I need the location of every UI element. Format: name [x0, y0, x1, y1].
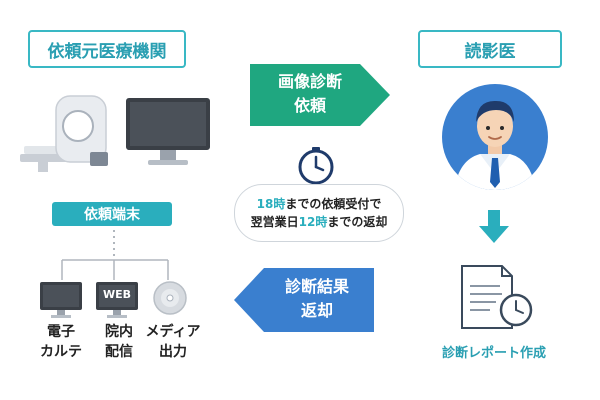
- output-emr-line2: カルテ: [40, 344, 82, 360]
- request-arrow: 画像診断 依頼: [250, 62, 392, 128]
- request-arrow-shape: [250, 64, 390, 126]
- note-text-1: までの依頼受付で: [285, 197, 382, 211]
- radiologist-label: 読影医: [464, 41, 516, 62]
- output-media-line1: メディア: [145, 324, 201, 340]
- web-monitor: WEB: [94, 280, 140, 320]
- request-arrow-line1: 画像診断: [277, 72, 342, 91]
- monitor-icon: [126, 98, 210, 165]
- radiologist-avatar-icon: [442, 84, 548, 190]
- connector-tree: [61, 230, 169, 280]
- output-hospital-line1: 院内: [105, 324, 133, 340]
- web-monitor-icon: [96, 282, 138, 318]
- clock-icon: [298, 147, 334, 185]
- note-hour-1: 18時: [256, 197, 286, 211]
- output-media-line2: 出力: [159, 344, 187, 360]
- return-arrow-line1: 診断結果: [284, 277, 349, 296]
- return-arrow: 診断結果 返却: [232, 266, 376, 334]
- terminal-label: 依頼端末: [84, 207, 140, 223]
- requesting-institution-header: 依頼元医療機関: [28, 30, 186, 68]
- down-arrow-icon: [479, 210, 509, 243]
- request-arrow-line2: 依頼: [293, 96, 326, 115]
- report-document-icon: [461, 265, 533, 329]
- return-arrow-shape: [234, 268, 374, 332]
- report-label: 診断レポート作成: [441, 346, 546, 361]
- output-emr: 電子 カルテ: [28, 322, 94, 362]
- requesting-institution-label: 依頼元医療機関: [47, 41, 167, 62]
- emr-monitor-icon: [40, 282, 82, 318]
- note-text-2b: までの返却: [327, 215, 388, 229]
- web-label: WEB: [102, 288, 132, 301]
- deadline-note: 18時までの依頼受付で 翌営業日12時までの返却: [234, 184, 404, 242]
- output-media: メディア 出力: [140, 322, 206, 362]
- media-disc-icon: [153, 281, 187, 315]
- note-hour-2: 12時: [298, 215, 328, 229]
- radiologist-header: 読影医: [418, 30, 562, 68]
- output-hospital-line2: 配信: [105, 344, 133, 360]
- return-arrow-line2: 返却: [300, 301, 333, 320]
- output-hospital: 院内 配信: [90, 322, 148, 362]
- ct-scanner-icon: [20, 95, 108, 172]
- terminal-badge: 依頼端末: [52, 202, 172, 226]
- output-emr-line1: 電子: [47, 324, 75, 340]
- note-text-2a: 翌営業日: [250, 215, 299, 229]
